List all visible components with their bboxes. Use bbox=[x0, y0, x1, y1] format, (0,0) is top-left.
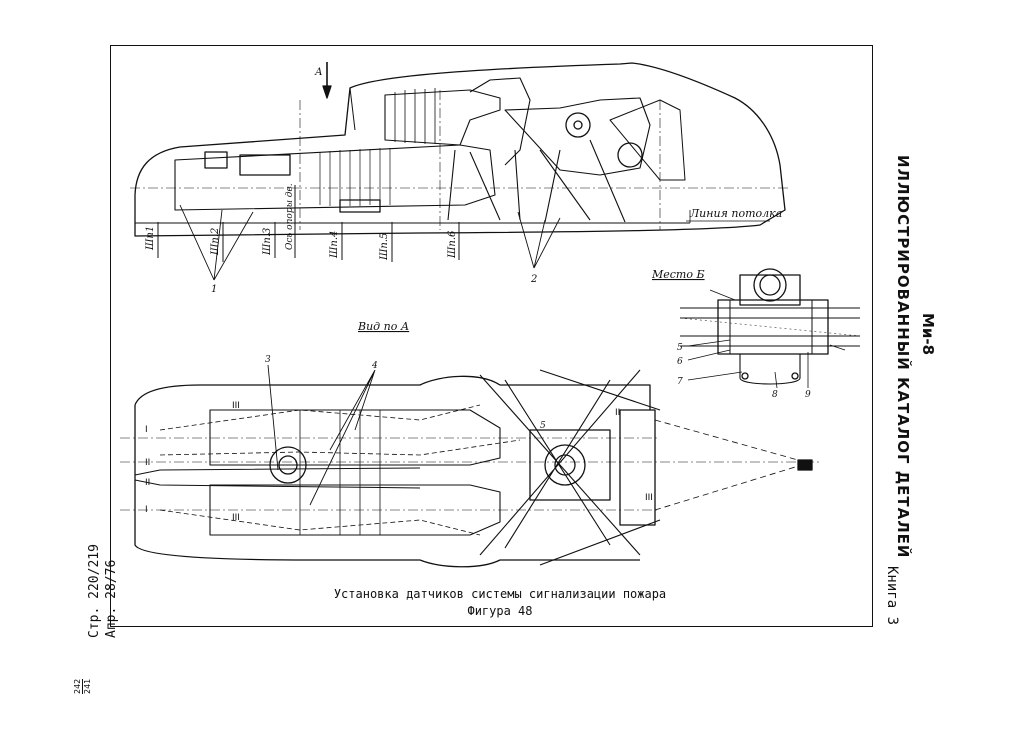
figure-number: Фигура 48 bbox=[467, 604, 533, 618]
sheet-number-bottom: 241 bbox=[83, 678, 92, 694]
detail-callout-7: 7 bbox=[677, 377, 683, 387]
drawing-frame bbox=[110, 45, 873, 627]
detail-b-drawing bbox=[679, 268, 861, 389]
revision-date: Апр. 28/76 bbox=[104, 559, 119, 638]
view-arrow-label: А bbox=[314, 67, 323, 78]
detail-callout-5: 5 bbox=[677, 343, 683, 353]
sensor-group-1b-label: I bbox=[145, 505, 148, 515]
top-callout-5: 5 bbox=[540, 421, 546, 431]
frame-label-engine-mount: Ось опоры дв. bbox=[285, 183, 295, 250]
sensor-group-2c-label: II bbox=[615, 408, 620, 418]
detail-callout-8: 8 bbox=[772, 390, 778, 400]
ceiling-line-label: Линия потолка bbox=[689, 207, 782, 220]
sensor-group-3b-label: III bbox=[232, 513, 240, 523]
detail-b-title: Место Б bbox=[651, 268, 705, 281]
book-number: Книга 3 bbox=[884, 566, 900, 626]
callout-2: 2 bbox=[530, 274, 537, 285]
sheet-number: 242 241 bbox=[73, 678, 92, 694]
detail-callout-6: 6 bbox=[677, 357, 683, 367]
side-view-outline bbox=[130, 62, 790, 281]
frame-label-2: Шп.2 bbox=[210, 228, 221, 256]
top-callout-3: 3 bbox=[265, 355, 271, 365]
aircraft-model: Ми-8 bbox=[919, 313, 937, 356]
top-view-drawing bbox=[120, 364, 820, 568]
figure-caption: Установка датчиков системы сигнализации … bbox=[333, 587, 667, 601]
sensor-group-2-label: II bbox=[145, 458, 150, 468]
sensor-group-3c-label: III bbox=[645, 493, 653, 503]
sensor-group-2b-label: II bbox=[145, 478, 150, 488]
top-callout-4: 4 bbox=[371, 361, 378, 371]
page-number: Стр. 220/219 bbox=[87, 544, 102, 638]
sheet-number-top: 242 bbox=[73, 678, 83, 694]
frame-label-6: Шп.6 bbox=[447, 230, 458, 259]
catalog-title: ИЛЛЮСТРИРОВАННЫЙ КАТАЛОГ ДЕТАЛЕЙ bbox=[894, 155, 912, 559]
frame-label-5: Шп.5 bbox=[379, 233, 390, 261]
frame-label-1: Шп1 bbox=[145, 226, 156, 251]
sensor-group-1-label: I bbox=[145, 425, 148, 435]
frame-label-3: Шп.3 bbox=[262, 228, 273, 256]
detail-callout-9: 9 bbox=[805, 390, 811, 400]
page-reference: Стр. 220/219 Апр. 28/76 bbox=[86, 544, 120, 638]
frame-label-4: Шп.4 bbox=[329, 231, 340, 259]
callout-1: 1 bbox=[211, 284, 217, 295]
top-view-title: Вид по А bbox=[357, 320, 409, 333]
sensor-group-3-label: III bbox=[232, 401, 240, 411]
